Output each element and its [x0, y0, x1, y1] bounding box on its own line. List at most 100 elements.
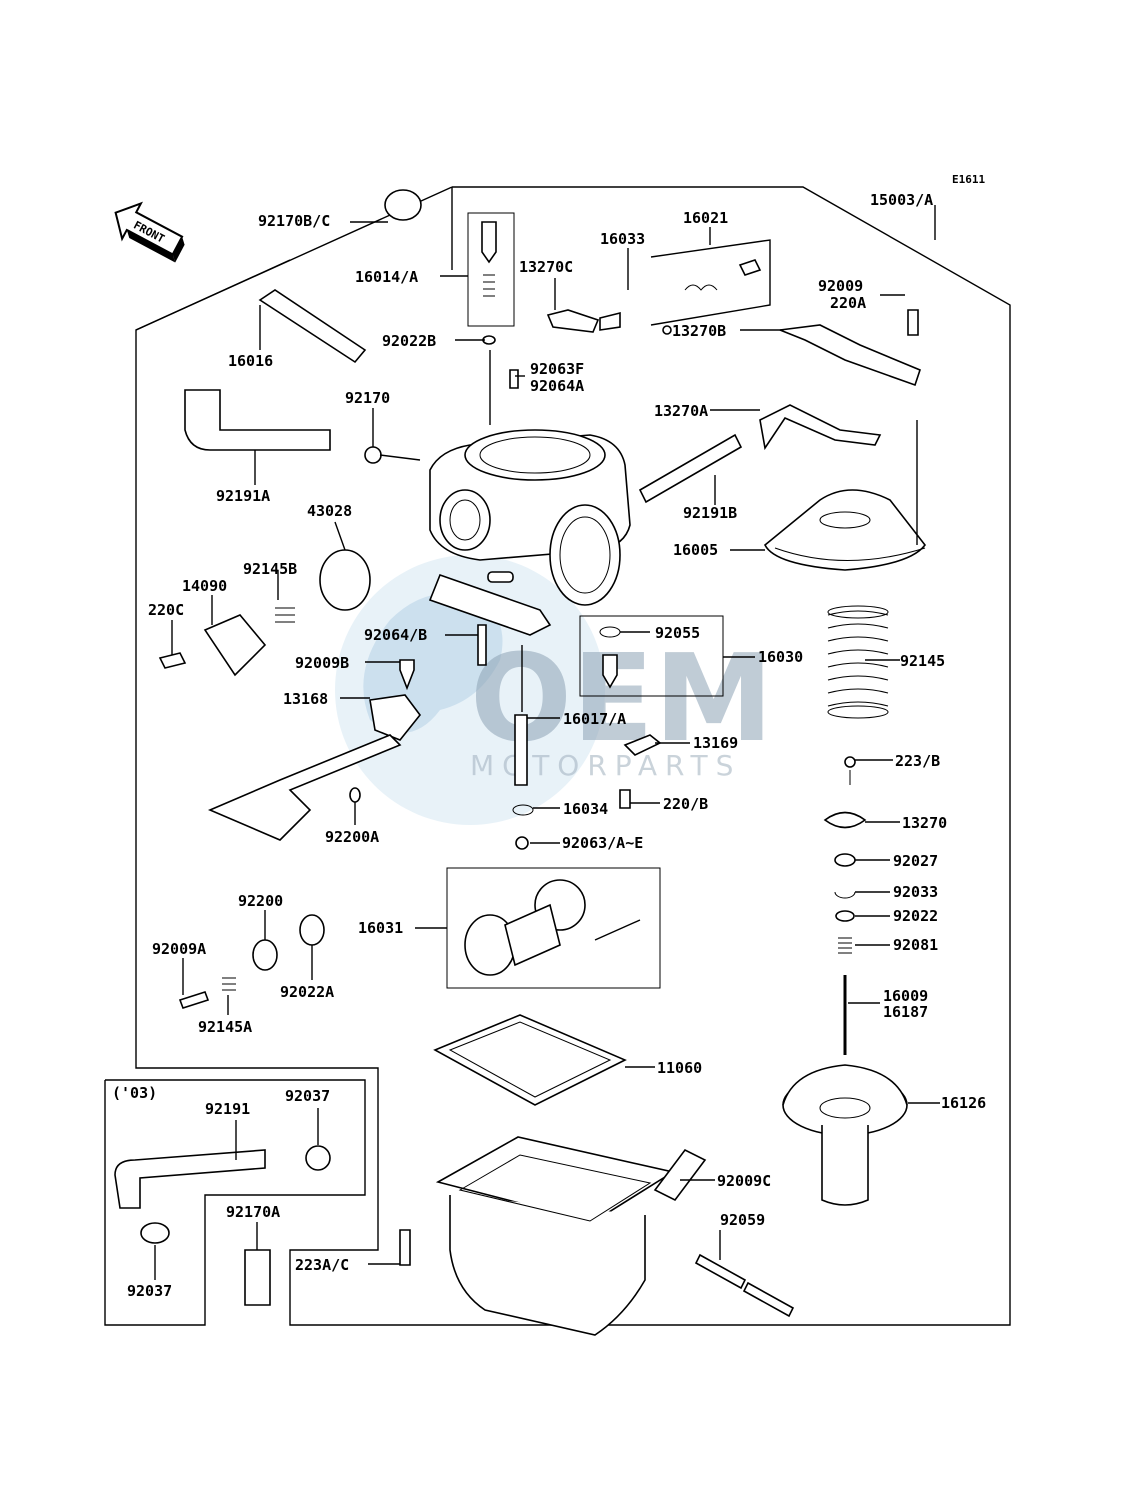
front-arrow-icon: FRONT — [114, 201, 185, 263]
label-92022a: 92022A — [280, 983, 334, 1001]
label-92009: 92009 — [818, 277, 863, 295]
washer-92027 — [834, 853, 856, 867]
label-16017: 16017/A — [563, 710, 626, 728]
label-92170bc: 92170B/C — [258, 212, 330, 230]
pin-92059b — [742, 1281, 795, 1318]
oring-16034 — [512, 804, 534, 816]
label-43028: 43028 — [307, 502, 352, 520]
idle-knob — [319, 549, 371, 611]
label-92170a: 92170A — [226, 1203, 280, 1221]
label-16187: 16187 — [883, 1003, 928, 1021]
screw-16033 — [599, 311, 621, 331]
washer-92022 — [835, 910, 855, 922]
label-11060: 11060 — [657, 1059, 702, 1077]
label-92022b: 92022B — [382, 332, 436, 350]
main-boundary — [135, 186, 1011, 1326]
spring-16021 — [684, 284, 718, 291]
label-16031: 16031 — [358, 919, 403, 937]
label-92009c: 92009C — [717, 1172, 771, 1190]
label-92064b: 92064/B — [364, 626, 427, 644]
needle-valve-box — [579, 615, 724, 697]
label-14090: 14090 — [182, 577, 227, 595]
spring-92145 — [827, 605, 889, 719]
piston-diaphragm — [782, 1064, 908, 1206]
label-92170: 92170 — [345, 389, 390, 407]
label-220c: 220C — [148, 601, 184, 619]
label-92063: 92063/A~E — [562, 834, 643, 852]
label-92191: 92191 — [205, 1100, 250, 1118]
screw-220b — [619, 789, 631, 809]
hose-92191b — [638, 433, 743, 504]
washer-16021 — [662, 325, 672, 335]
label-92145b: 92145B — [243, 560, 297, 578]
screw-92009 — [907, 309, 919, 336]
pilot-screw — [481, 221, 497, 264]
screw-16021 — [738, 259, 762, 276]
carburetor-body — [428, 429, 631, 636]
inset-boundary — [104, 1079, 366, 1326]
label-13169: 13169 — [693, 734, 738, 752]
label-92063f: 92063F — [530, 360, 584, 378]
label-92009b: 92009B — [295, 654, 349, 672]
bowl-gasket — [433, 1014, 627, 1106]
bracket-13270c — [546, 309, 600, 333]
screw-92064b — [477, 624, 487, 666]
bracket-16021 — [650, 239, 771, 326]
label-92200: 92200 — [238, 892, 283, 910]
label-13270: 13270 — [902, 814, 947, 832]
clip-92170 — [364, 446, 382, 464]
label-220b: 220/B — [663, 795, 708, 813]
label-16021: 16021 — [683, 209, 728, 227]
label-16034: 16034 — [563, 800, 608, 818]
screw-92009b — [399, 659, 415, 691]
watermark: OEM MOTORPARTS — [335, 555, 773, 825]
label-92037-bottom: 92037 — [127, 1282, 172, 1300]
label-16005: 16005 — [673, 541, 718, 559]
clip-92037-top — [305, 1145, 331, 1171]
leader-lines — [154, 205, 940, 1280]
label-16033: 16033 — [600, 230, 645, 248]
pilot-screw-box — [467, 212, 515, 327]
spring-92145b — [275, 607, 295, 623]
label-220a: 220A — [830, 294, 866, 312]
inset-label: ('03) — [112, 1084, 157, 1102]
hose-92191a — [184, 389, 331, 451]
label-13270a: 13270A — [654, 402, 708, 420]
clip-92033 — [834, 891, 856, 899]
diagram-code: E1611 — [952, 173, 985, 186]
label-92191a: 92191A — [216, 487, 270, 505]
label-92037-top: 92037 — [285, 1087, 330, 1105]
label-92009a: 92009A — [152, 940, 206, 958]
label-92145: 92145 — [900, 652, 945, 670]
label-16030: 16030 — [758, 648, 803, 666]
watermark-sub: MOTORPARTS — [470, 749, 741, 782]
plate-13270 — [823, 811, 867, 829]
cap-92170bc — [384, 189, 422, 221]
label-16016: 16016 — [228, 352, 273, 370]
label-92033: 92033 — [893, 883, 938, 901]
label-223ac: 223A/C — [295, 1256, 349, 1274]
label-15003: 15003/A — [870, 191, 933, 209]
pin-92059 — [694, 1253, 747, 1290]
label-92064a: 92064A — [530, 377, 584, 395]
label-16014: 16014/A — [355, 268, 418, 286]
label-92027: 92027 — [893, 852, 938, 870]
label-16009: 16009 — [883, 987, 928, 1005]
float-assembly — [464, 879, 641, 976]
clip-92037-bottom — [140, 1222, 170, 1244]
jet-16017 — [514, 714, 528, 786]
screw-92009a — [178, 991, 210, 1009]
label-16126: 16126 — [941, 1094, 986, 1112]
bracket-13270a — [759, 404, 882, 451]
label-92200a: 92200A — [325, 828, 379, 846]
label-92059: 92059 — [720, 1211, 765, 1229]
label-223b: 223/B — [895, 752, 940, 770]
plunger-14090 — [203, 614, 267, 677]
screw-head-223b — [844, 756, 856, 768]
label-13270c: 13270C — [519, 258, 573, 276]
throttle-lever — [207, 734, 402, 841]
collar-92022a — [299, 914, 325, 946]
bracket-13270b — [779, 324, 921, 387]
clip-92170a — [244, 1249, 271, 1306]
screw-223ac — [399, 1229, 411, 1266]
